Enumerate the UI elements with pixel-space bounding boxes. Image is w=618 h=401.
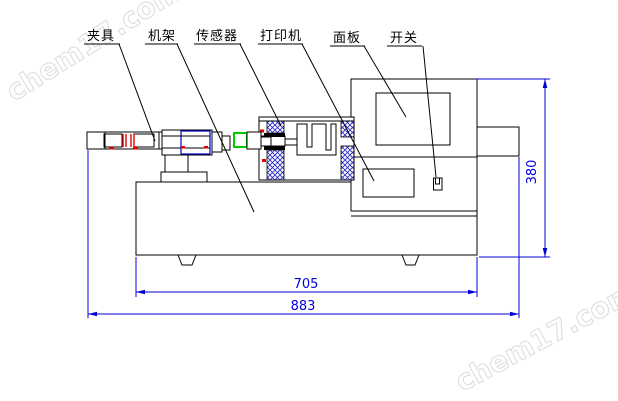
fixture-assembly bbox=[86, 131, 163, 150]
frame-label: 机架 bbox=[148, 29, 176, 44]
arrowhead bbox=[510, 311, 519, 317]
red-mark bbox=[181, 146, 185, 149]
sensor-label: 传感器 bbox=[196, 28, 238, 44]
panel-window bbox=[375, 92, 451, 146]
coupling-flange-bottom bbox=[264, 146, 285, 150]
sensor-coupling bbox=[233, 132, 248, 148]
drive-unit bbox=[160, 129, 213, 183]
watermark-text: chem17.com bbox=[0, 0, 187, 108]
watermark-top-left: chem17.com bbox=[0, 0, 187, 108]
arrowhead bbox=[468, 289, 477, 295]
cabinet-side-box bbox=[476, 126, 520, 157]
fixture-label: 夹具 bbox=[87, 29, 115, 44]
printer-label: 打印机 bbox=[260, 29, 302, 44]
base-foot-right bbox=[401, 254, 420, 266]
dimension-overall-width: 883 bbox=[87, 150, 520, 318]
coupling-flange-top bbox=[264, 133, 285, 137]
drive-inner-frame bbox=[180, 130, 211, 155]
sensor-leader bbox=[239, 43, 282, 127]
callout-labels: 夹具 机架 传感器 打印机 面板 开关 bbox=[84, 28, 422, 47]
base-foot-left bbox=[177, 254, 197, 266]
arrowhead bbox=[542, 79, 548, 88]
red-mark bbox=[260, 129, 264, 133]
frame-leader bbox=[176, 43, 255, 213]
right-column-hatch-top bbox=[340, 120, 355, 138]
arrowhead bbox=[88, 311, 97, 317]
left-column-hatch-bottom bbox=[266, 149, 285, 181]
dimension-value: 883 bbox=[291, 299, 316, 314]
control-cabinet bbox=[350, 78, 520, 217]
printer-leader bbox=[301, 43, 375, 182]
dimension-value: 705 bbox=[294, 277, 319, 292]
arrowhead bbox=[136, 289, 145, 295]
left-column-hatch-top bbox=[266, 120, 285, 134]
connecting-rod bbox=[284, 138, 298, 146]
panel-leader bbox=[363, 45, 407, 118]
callout-leaders bbox=[118, 43, 437, 213]
shaft-block bbox=[211, 131, 223, 153]
fixture-leader bbox=[118, 43, 156, 142]
switch-leader bbox=[422, 45, 437, 178]
load-frame bbox=[258, 116, 355, 181]
support-base-plate bbox=[160, 171, 208, 183]
loadcell-flexure bbox=[296, 123, 337, 156]
switch-label: 开关 bbox=[390, 31, 418, 46]
shaft-block bbox=[221, 135, 231, 151]
support-column bbox=[164, 154, 189, 173]
power-switch bbox=[433, 177, 443, 191]
printer-window bbox=[362, 168, 415, 198]
red-mark bbox=[204, 146, 208, 149]
shaft-block bbox=[246, 131, 262, 150]
dimension-base-width: 705 bbox=[135, 257, 478, 297]
right-column-hatch-bottom bbox=[340, 145, 355, 181]
shaft-train bbox=[211, 131, 272, 153]
dimension-overall-height: 380 bbox=[476, 78, 550, 258]
panel-label: 面板 bbox=[333, 31, 361, 46]
red-mark bbox=[133, 147, 138, 150]
clamp-envelope bbox=[86, 131, 163, 150]
watermark-text: chem17.com bbox=[450, 275, 618, 398]
red-mark bbox=[109, 147, 114, 150]
drive-body bbox=[161, 129, 213, 156]
red-mark bbox=[262, 159, 266, 162]
switch-toggle bbox=[435, 177, 440, 185]
arrowhead bbox=[542, 248, 548, 257]
watermark-bottom-right: chem17.com bbox=[449, 275, 618, 399]
dimension-value: 380 bbox=[525, 160, 540, 185]
shaft-segment bbox=[260, 136, 272, 147]
